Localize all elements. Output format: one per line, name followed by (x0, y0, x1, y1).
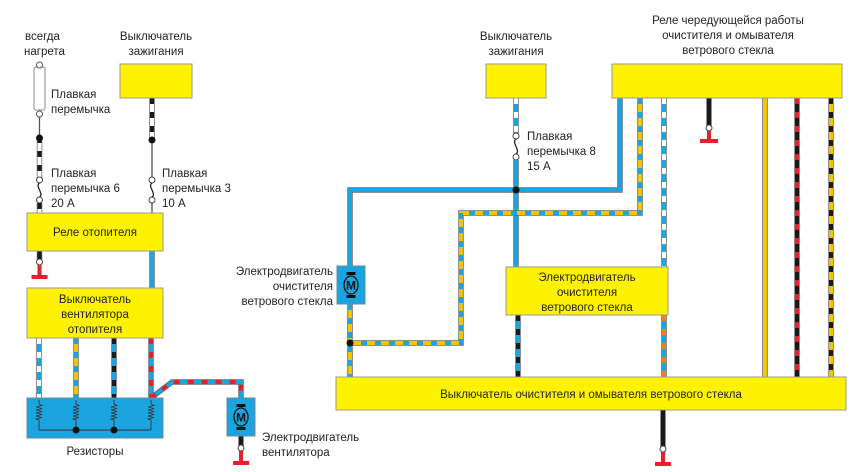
wiper-switch-box (335, 376, 847, 411)
intermittent-relay-box (611, 63, 843, 99)
terminal (36, 110, 43, 118)
fuse-icon (149, 182, 155, 198)
ignition-switch-box-right (485, 63, 547, 99)
resistors-block (26, 397, 164, 439)
fan-motor-icon: M (233, 404, 249, 430)
fuse-icon (37, 182, 42, 198)
terminal (237, 444, 245, 452)
resistors-label: Резисторы (67, 446, 124, 458)
terminal (36, 176, 43, 184)
resistor-elements (34, 400, 156, 434)
wiper-motor-icon: M (343, 272, 359, 298)
motor-symbol: M (236, 411, 246, 425)
fan-switch-box (26, 287, 164, 339)
fusible-link (33, 66, 46, 111)
terminal (512, 153, 520, 161)
heater-relay-label: Реле отопителя (53, 227, 137, 239)
wire-resistors-motor (149, 379, 244, 401)
junction-dot (346, 339, 354, 347)
junction-dot (148, 136, 156, 144)
fuse-icon (513, 138, 519, 155)
terminal (36, 61, 43, 69)
wire-ign-relay-motor (347, 98, 623, 266)
ground-icon (655, 452, 671, 466)
terminal (512, 132, 520, 140)
ground-icon (31, 265, 48, 279)
terminal (148, 176, 156, 184)
terminal (659, 445, 667, 453)
ground-icon (700, 139, 718, 143)
ground-icon (233, 451, 249, 465)
terminal (148, 196, 156, 204)
junction-dot (36, 134, 43, 142)
junction-dot (72, 426, 80, 434)
terminal (36, 258, 43, 266)
wiper-motor-box (505, 266, 669, 316)
wire-relay-motor-return (350, 98, 643, 346)
ignition-switch-box-left (119, 63, 193, 99)
ground-icon (707, 131, 711, 139)
motor-symbol: M (346, 279, 356, 293)
terminal (705, 124, 713, 132)
junction-dot (110, 426, 118, 434)
heater-relay-box (26, 212, 164, 252)
wiper-switch-label: Выключатель очистителя и омывателя ветро… (440, 389, 742, 401)
terminal (36, 196, 43, 204)
junction-dot (512, 186, 520, 194)
